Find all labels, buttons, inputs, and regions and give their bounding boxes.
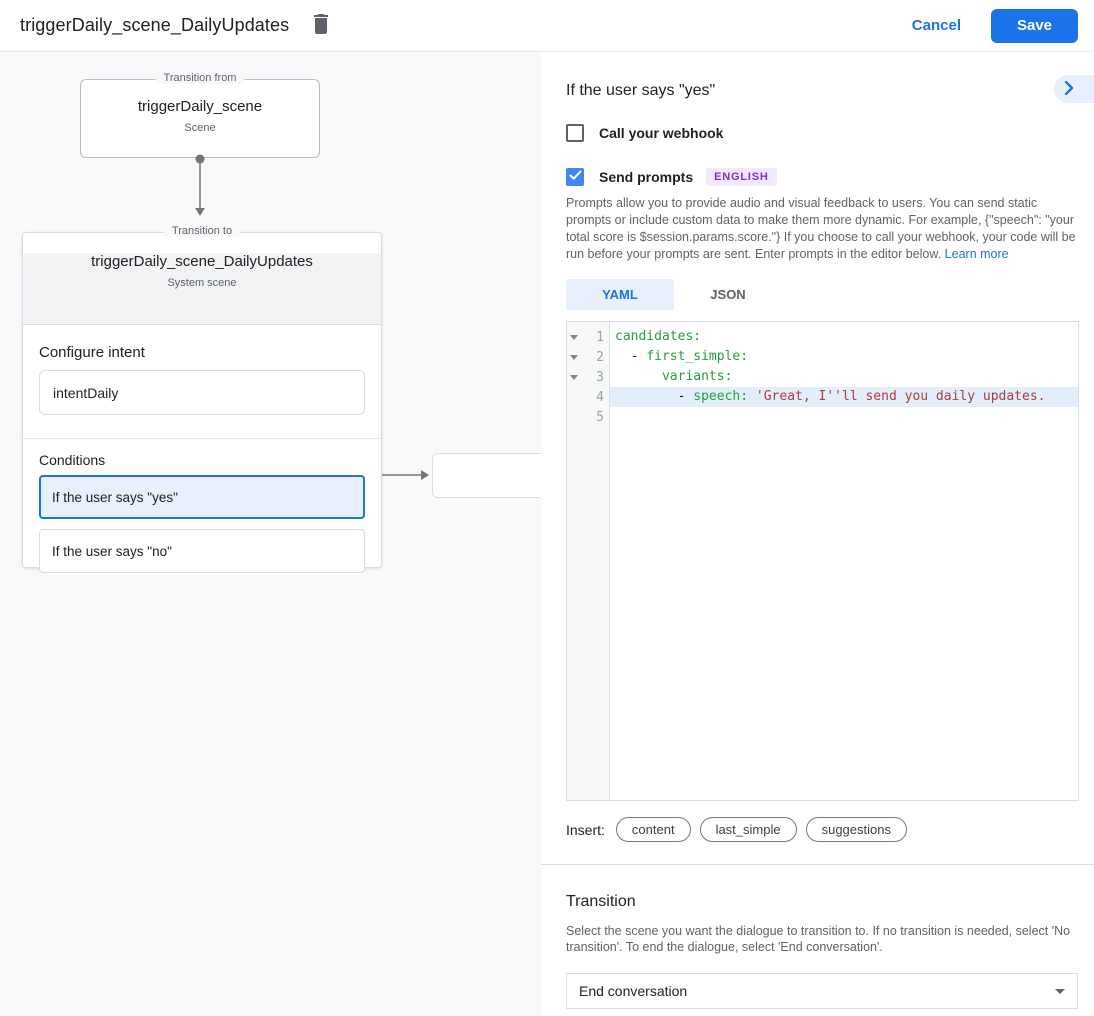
chevron-right-icon <box>1064 80 1074 98</box>
transition-select[interactable]: End conversation <box>566 973 1078 1009</box>
transition-from-legend: Transition from <box>155 72 245 84</box>
collapse-panel-button[interactable] <box>1054 75 1094 103</box>
from-scene-type: Scene <box>184 122 216 134</box>
editor-tabs: YAML JSON <box>566 279 1078 310</box>
line-number: 3 <box>596 369 604 385</box>
insert-chip-suggestions[interactable]: suggestions <box>805 817 907 842</box>
tab-yaml[interactable]: YAML <box>566 279 674 310</box>
save-button[interactable]: Save <box>991 8 1078 43</box>
gutter-line: 2 <box>567 347 609 367</box>
transition-description: Select the scene you want the dialogue t… <box>566 924 1071 954</box>
send-prompts-row: Send prompts ENGLISH <box>566 168 1078 186</box>
insert-chip-last_simple[interactable]: last_simple <box>699 817 797 842</box>
gutter-line: 5 <box>567 407 609 427</box>
insert-label: Insert: <box>566 821 605 838</box>
code-line[interactable]: - first_simple: <box>615 349 749 364</box>
condition-item[interactable]: If the user says "yes" <box>39 475 365 519</box>
send-prompts-label: Send prompts <box>599 169 694 185</box>
webhook-label: Call your webhook <box>599 125 724 141</box>
from-scene-name: triggerDaily_scene <box>137 98 263 115</box>
page-title: triggerDaily_scene_DailyUpdates <box>20 15 290 35</box>
gutter-line: 4 <box>567 387 609 407</box>
webhook-checkbox[interactable] <box>566 124 584 142</box>
code-line[interactable]: candidates: <box>615 329 702 344</box>
code-line[interactable]: variants: <box>661 369 733 384</box>
transition-from-node[interactable]: Transition from triggerDaily_scene Scene <box>80 72 320 158</box>
condition-item[interactable]: If the user says "no" <box>39 529 365 573</box>
top-bar: triggerDaily_scene_DailyUpdates Cancel S… <box>0 0 1094 52</box>
transition-target-node[interactable] <box>432 453 541 498</box>
cancel-button[interactable]: Cancel <box>911 17 961 34</box>
checkmark-icon <box>569 168 582 186</box>
line-number: 4 <box>596 389 604 405</box>
webhook-row: Call your webhook <box>566 124 1078 142</box>
card-divider <box>23 438 381 439</box>
insert-row: Insert: content last_simple suggestions <box>566 817 1078 842</box>
transition-to-legend: Transition to <box>163 225 241 237</box>
trash-icon <box>312 14 330 37</box>
condition-detail-panel: If the user says "yes" Call your webhook… <box>541 52 1094 1016</box>
tab-json[interactable]: JSON <box>710 287 746 302</box>
intent-field[interactable]: intentDaily <box>39 370 365 415</box>
conditions-label: Conditions <box>39 452 106 468</box>
code-line[interactable] <box>610 407 1078 427</box>
editor-code[interactable]: candidates: - first_simple: variants: - … <box>610 322 1078 800</box>
scene-flow-canvas: Transition from triggerDaily_scene Scene… <box>0 52 541 1016</box>
fold-arrow-icon[interactable] <box>567 334 581 340</box>
panel-divider <box>541 864 1094 865</box>
code-line[interactable]: - speech: 'Great, I''ll send you daily u… <box>610 387 1078 407</box>
dropdown-caret-icon <box>1055 988 1065 994</box>
transition-section-title: Transition <box>566 893 636 910</box>
learn-more-link[interactable]: Learn more <box>944 247 1009 261</box>
insert-chips: content last_simple suggestions <box>615 817 907 842</box>
prompt-code-editor[interactable]: 1 2 3 4 5 candidates: - first_simple: varian… <box>566 321 1079 801</box>
configure-intent-section: Configure intent intentDaily <box>23 344 381 415</box>
insert-chip-content[interactable]: content <box>615 817 691 842</box>
editor-gutter: 1 2 3 4 5 <box>567 322 610 800</box>
gutter-line: 1 <box>567 327 609 347</box>
conditions-section: Conditions If the user says "yes"If the … <box>23 452 381 573</box>
prompts-description: Prompts allow you to provide audio and v… <box>566 196 1076 261</box>
send-prompts-checkbox[interactable] <box>566 168 584 186</box>
language-badge: ENGLISH <box>706 168 777 186</box>
condition-title: If the user says "yes" <box>566 82 716 99</box>
line-number: 2 <box>596 349 604 365</box>
transition-select-value: End conversation <box>579 983 688 999</box>
delete-scene-button[interactable] <box>307 12 335 40</box>
configure-intent-label: Configure intent <box>39 344 145 361</box>
fold-arrow-icon[interactable] <box>567 354 581 360</box>
conditions-list: If the user says "yes" If the user says "… <box>39 475 365 573</box>
transition-to-node[interactable]: Transition to triggerDaily_scene_DailyUp… <box>22 225 382 573</box>
to-scene-type: System scene <box>167 277 237 289</box>
line-number: 5 <box>596 409 604 425</box>
line-number: 1 <box>596 329 604 345</box>
fold-arrow-icon[interactable] <box>567 374 581 380</box>
to-scene-header: triggerDaily_scene_DailyUpdates System s… <box>23 253 381 325</box>
to-scene-name: triggerDaily_scene_DailyUpdates <box>91 253 313 270</box>
gutter-line: 3 <box>567 367 609 387</box>
